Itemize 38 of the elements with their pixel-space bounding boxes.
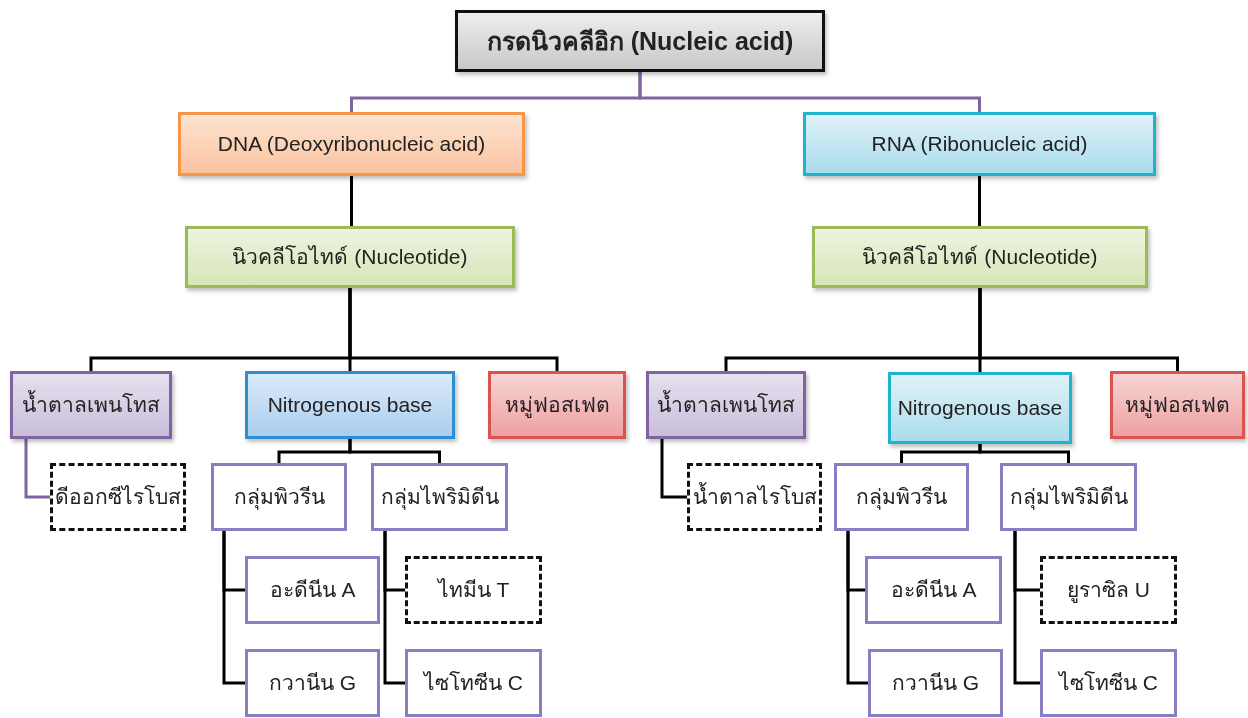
base-box: อะดีนีน A: [245, 556, 380, 624]
base-box: กวานีน G: [868, 649, 1003, 717]
connector-line: [383, 531, 405, 685]
component-box: น้ำตาลเพนโทส: [646, 371, 806, 439]
base-box: กวานีน G: [245, 649, 380, 717]
connector-line: [24, 439, 50, 499]
group-box: กลุ่มพิวรีน: [834, 463, 969, 531]
base-box: ไซโทซีน C: [405, 649, 542, 717]
dashed-box: ดีออกซีไรโบส: [50, 463, 186, 531]
base-box: ไซโทซีน C: [1040, 649, 1177, 717]
group-box: กลุ่มไพริมิดีน: [371, 463, 508, 531]
component-box: หมู่ฟอสเฟต: [488, 371, 626, 439]
category-box: DNA (Deoxyribonucleic acid): [178, 112, 525, 176]
base-box: อะดีนีน A: [865, 556, 1002, 624]
title-box: กรดนิวคลีอิก (Nucleic acid): [455, 10, 825, 72]
dashed-box: ยูราซิล U: [1040, 556, 1177, 624]
connector-line: [978, 444, 1070, 463]
connector-line: [638, 72, 981, 112]
group-box: กลุ่มพิวรีน: [211, 463, 347, 531]
connector-line: [348, 439, 441, 463]
dashed-box: ไทมีน T: [405, 556, 542, 624]
connector-line: [350, 176, 353, 226]
connector-line: [222, 531, 245, 685]
component-box: หมู่ฟอสเฟต: [1110, 371, 1245, 439]
connector-line: [348, 288, 559, 371]
component-box: Nitrogenous base: [245, 371, 455, 439]
connector-line: [660, 439, 687, 499]
group-box: กลุ่มไพริมิดีน: [1000, 463, 1137, 531]
dashed-box: น้ำตาลไรโบส: [687, 463, 822, 531]
connector-line: [978, 288, 1179, 371]
component-box: นิวคลีโอไทด์ (Nucleotide): [185, 226, 515, 288]
category-box: RNA (Ribonucleic acid): [803, 112, 1156, 176]
connector-line: [846, 531, 868, 685]
component-box: น้ำตาลเพนโทส: [10, 371, 172, 439]
component-box: Nitrogenous base: [888, 372, 1072, 444]
component-box: นิวคลีโอไทด์ (Nucleotide): [812, 226, 1148, 288]
connector-line: [978, 176, 981, 226]
connector-line: [1013, 531, 1040, 685]
